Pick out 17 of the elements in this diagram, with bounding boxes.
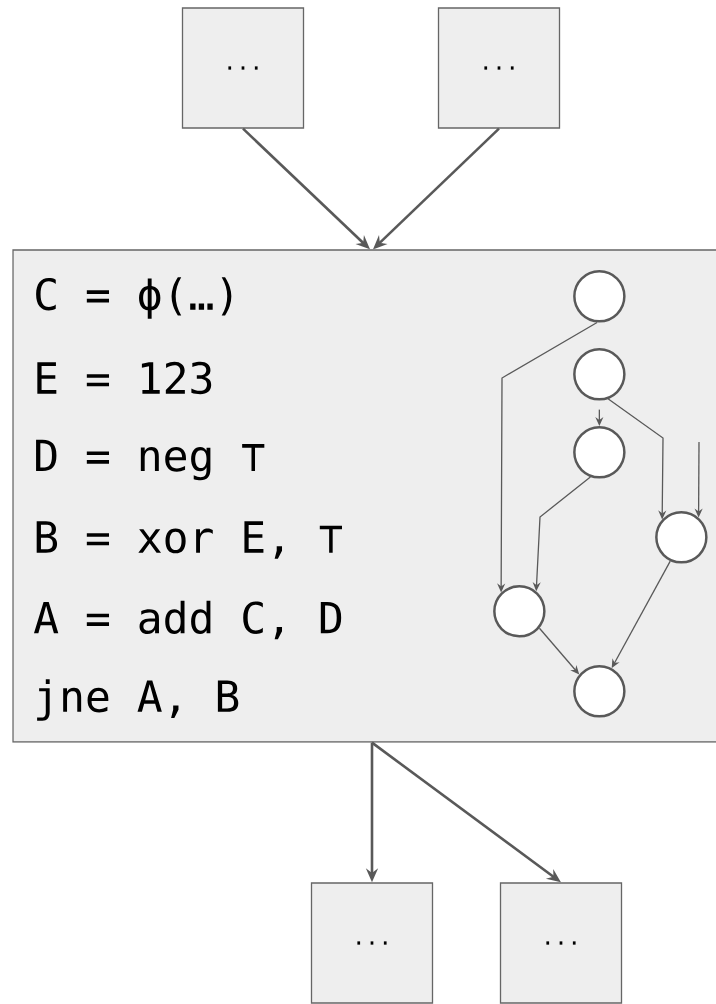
- graph-node-circle: [573, 270, 626, 323]
- graph-node-circle: [493, 585, 546, 638]
- code-line: A = add C, D: [34, 600, 342, 640]
- code-line: D = neg ⊤: [36, 439, 265, 481]
- graph-node-circle: [573, 665, 626, 718]
- code-line: jne A, B: [37, 679, 239, 721]
- code-block-box: [12, 249, 716, 743]
- code-line: C = ϕ(…): [36, 277, 232, 319]
- code-line: E = 123: [37, 361, 212, 395]
- ellipsis-box: ...: [181, 7, 305, 129]
- graph-node-circle: [573, 348, 626, 401]
- graph-node-circle: [573, 426, 626, 479]
- graph-node-circle: [655, 511, 708, 564]
- ellipsis-box: ...: [499, 882, 623, 1004]
- ellipsis-box: ...: [310, 882, 434, 1004]
- ellipsis-box: ...: [437, 7, 561, 129]
- code-line: B = xor E, ⊤: [36, 521, 342, 559]
